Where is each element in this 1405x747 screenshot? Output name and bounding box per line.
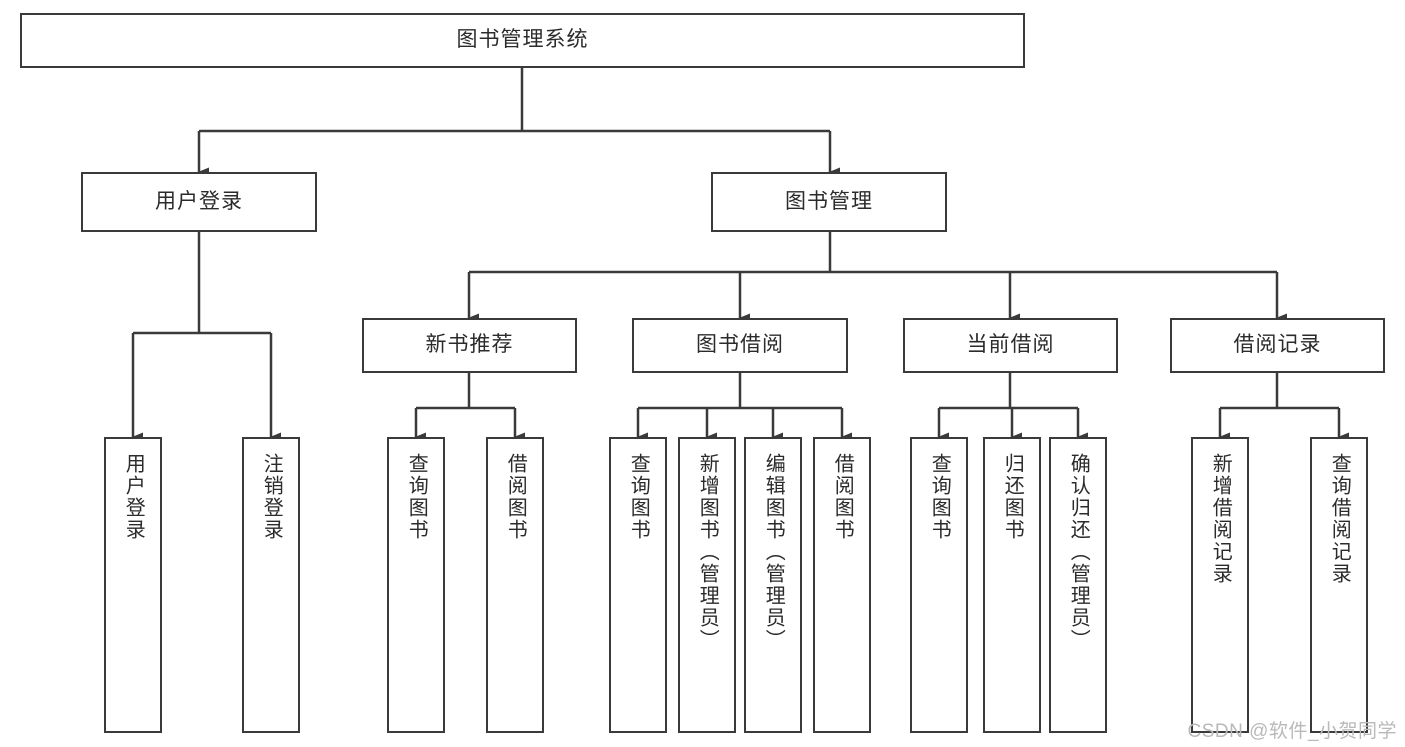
node-leaf-query-book-3[interactable]: 查询图书 (910, 437, 968, 733)
watermark: CSDN @软件_小贺同学 (1187, 721, 1397, 742)
node-leaf-add-book[interactable]: 新增图书（管理员） (678, 437, 736, 733)
node-leaf-query-book-1-label: 查询图书 (405, 453, 428, 541)
node-user-login[interactable]: 用户登录 (81, 172, 317, 232)
node-new-book-rec-label: 新书推荐 (425, 333, 514, 357)
node-leaf-query-record-label: 查询借阅记录 (1328, 453, 1351, 585)
node-leaf-confirm-return-label: 确认归还（管理员） (1067, 453, 1090, 651)
node-book-borrow-label: 图书借阅 (696, 333, 784, 357)
node-leaf-add-record[interactable]: 新增借阅记录 (1191, 437, 1249, 733)
node-book-borrow[interactable]: 图书借阅 (632, 318, 848, 373)
node-leaf-query-book-1[interactable]: 查询图书 (387, 437, 445, 733)
node-current-borrow[interactable]: 当前借阅 (903, 318, 1118, 373)
node-leaf-borrow-book-2-label: 借阅图书 (831, 453, 854, 541)
node-leaf-borrow-book-1[interactable]: 借阅图书 (486, 437, 544, 733)
node-leaf-borrow-book-2[interactable]: 借阅图书 (813, 437, 871, 733)
node-leaf-query-book-3-label: 查询图书 (928, 453, 951, 541)
node-leaf-confirm-return[interactable]: 确认归还（管理员） (1049, 437, 1107, 733)
node-leaf-borrow-book-1-label: 借阅图书 (504, 453, 527, 541)
node-leaf-logout-label: 注销登录 (260, 453, 283, 541)
node-leaf-return-book-label: 归还图书 (1001, 453, 1024, 541)
node-leaf-user-login[interactable]: 用户登录 (104, 437, 162, 733)
node-user-login-label: 用户登录 (155, 189, 243, 213)
node-leaf-query-book-2-label: 查询图书 (627, 453, 650, 541)
node-leaf-logout[interactable]: 注销登录 (242, 437, 300, 733)
node-new-book-rec[interactable]: 新书推荐 (362, 318, 577, 373)
node-borrow-record-label: 借阅记录 (1233, 333, 1322, 357)
node-borrow-record[interactable]: 借阅记录 (1170, 318, 1385, 373)
node-current-borrow-label: 当前借阅 (966, 333, 1055, 357)
node-leaf-query-record[interactable]: 查询借阅记录 (1310, 437, 1368, 733)
node-leaf-add-record-label: 新增借阅记录 (1209, 453, 1232, 585)
node-book-manage[interactable]: 图书管理 (711, 172, 947, 232)
node-leaf-add-book-label: 新增图书（管理员） (696, 453, 719, 651)
node-book-manage-label: 图书管理 (785, 189, 873, 213)
node-leaf-edit-book[interactable]: 编辑图书（管理员） (744, 437, 802, 733)
node-leaf-return-book[interactable]: 归还图书 (983, 437, 1041, 733)
node-root-label: 图书管理系统 (456, 28, 589, 52)
node-leaf-edit-book-label: 编辑图书（管理员） (762, 453, 785, 651)
node-root[interactable]: 图书管理系统 (20, 13, 1025, 68)
node-leaf-query-book-2[interactable]: 查询图书 (609, 437, 667, 733)
node-leaf-user-login-label: 用户登录 (122, 453, 145, 541)
